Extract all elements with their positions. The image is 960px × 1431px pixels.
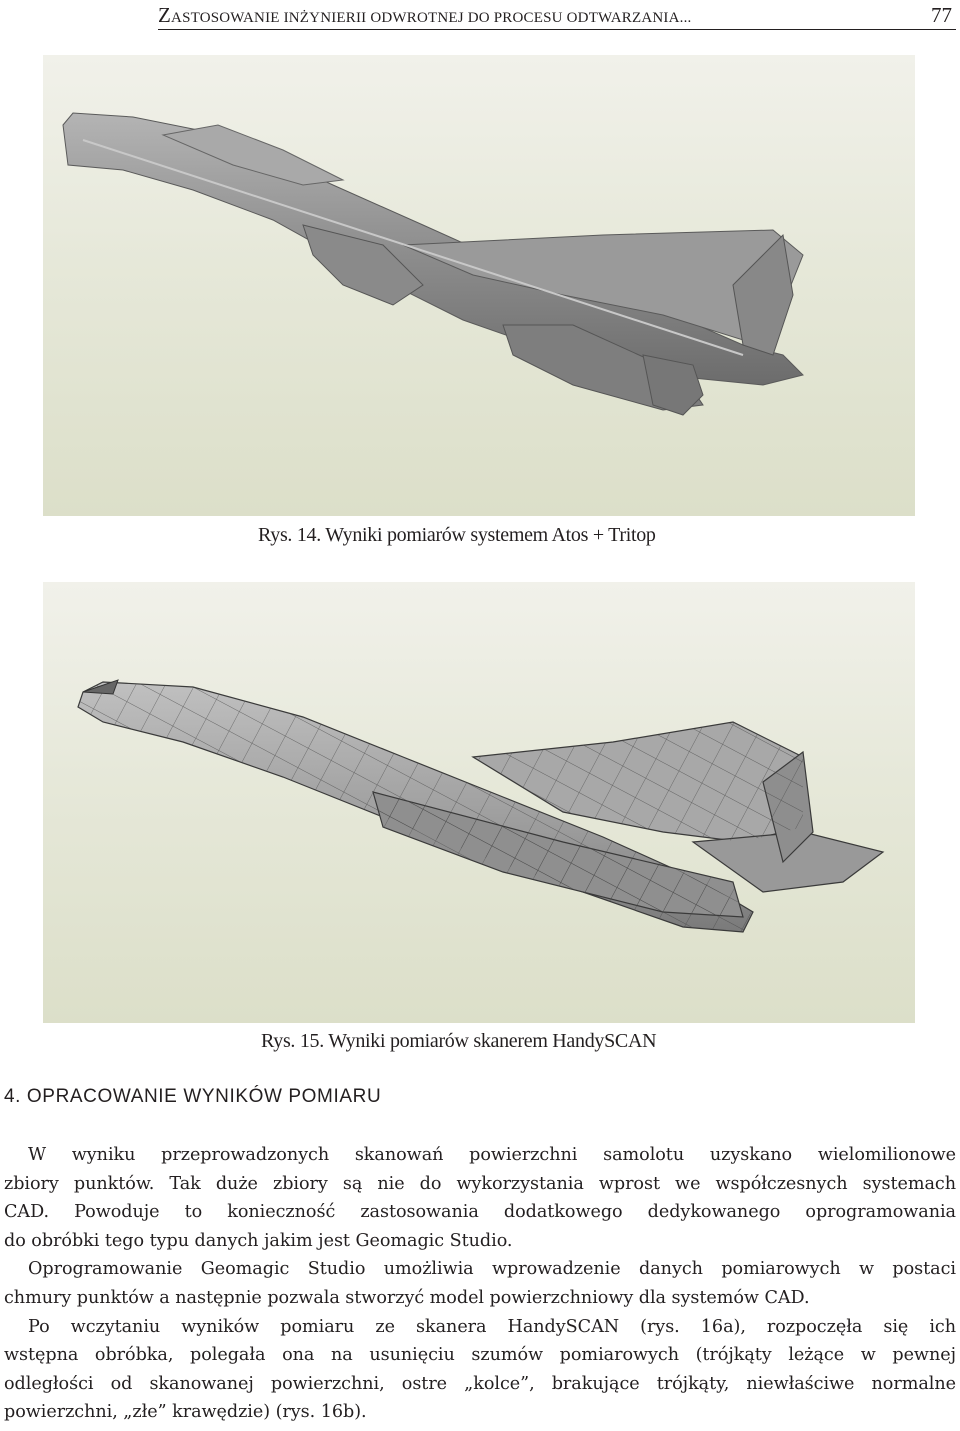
- running-head-initial: Z: [158, 3, 172, 27]
- paragraph-line: wstępna obróbka, polegała ona na usunięc…: [4, 1345, 956, 1366]
- paragraph-line: CAD. Powoduje to konieczność zastosowani…: [4, 1202, 956, 1223]
- aircraft-scan-render-mesh: [77, 679, 885, 933]
- figure-handyscan-scan: [43, 582, 915, 1023]
- figure-14-caption: Rys. 14. Wyniki pomiarów systemem Atos +…: [258, 524, 656, 546]
- figure-15-caption: Rys. 15. Wyniki pomiarów skanerem HandyS…: [261, 1030, 657, 1052]
- body-text: W wyniku przeprowadzonych skanowań powie…: [4, 1141, 956, 1427]
- paragraph-line: powierzchni, „złe” krawędzie) (rys. 16b)…: [4, 1402, 367, 1423]
- running-head-title: ZASTOSOWANIE INŻYNIERII ODWROTNEJ DO PRO…: [158, 1, 692, 32]
- paragraph-line: W wyniku przeprowadzonych skanowań powie…: [28, 1145, 956, 1165]
- paragraph-line: Po wczytaniu wyników pomiaru ze skanera …: [28, 1316, 956, 1337]
- figure-atos-tritop-scan: [43, 55, 915, 516]
- running-head-title-text: ASTOSOWANIE INŻYNIERII ODWROTNEJ DO PROC…: [171, 10, 692, 26]
- paragraph-line: Oprogramowanie Geomagic Studio umożliwia…: [28, 1259, 956, 1280]
- section-heading: 4. OPRACOWANIE WYNIKÓW POMIARU: [4, 1086, 382, 1107]
- aircraft-scan-render-smooth: [62, 112, 804, 416]
- paragraph-line: zbiory punktów. Tak duże zbiory są nie d…: [4, 1173, 956, 1194]
- paragraph-line: chmury punktów a następnie pozwala stwor…: [4, 1287, 810, 1308]
- running-head: ZASTOSOWANIE INŻYNIERII ODWROTNEJ DO PRO…: [158, 0, 956, 30]
- paragraph-line: odległości od skanowanej powierzchni, os…: [4, 1373, 956, 1394]
- paragraph-line: do obróbki tego typu danych jakim jest G…: [4, 1230, 513, 1251]
- page-number: 77: [931, 3, 952, 27]
